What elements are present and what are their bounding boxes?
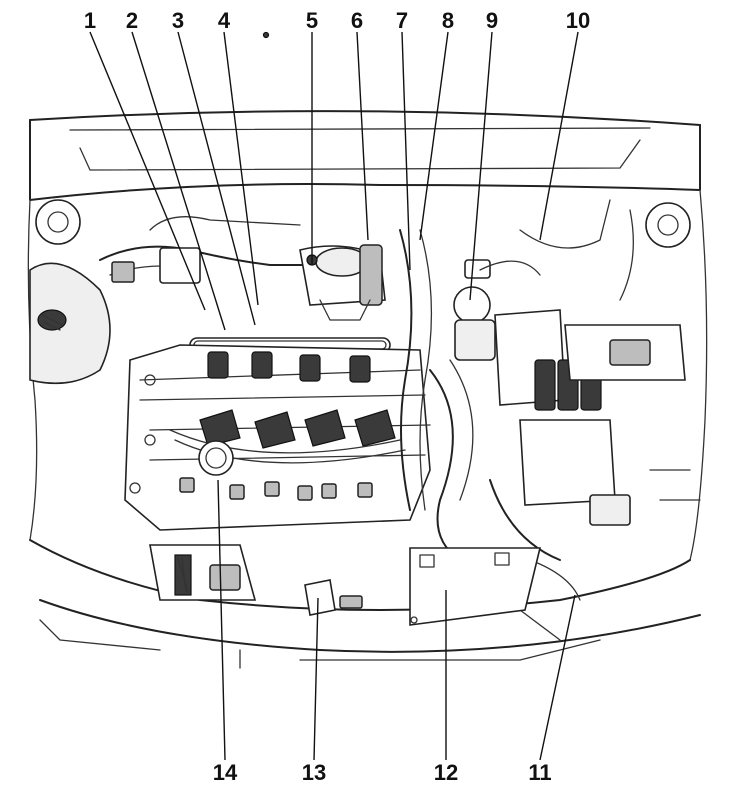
- brake-master-cylinder: [453, 259, 496, 361]
- stray-dot: [262, 31, 270, 39]
- callout-10: 10: [566, 8, 590, 33]
- strut-tower-right: [645, 202, 691, 248]
- sensor-connector: [304, 579, 363, 616]
- callout-8: 8: [442, 8, 454, 33]
- coolant-reservoir: [29, 262, 111, 385]
- callout-2: 2: [126, 8, 138, 33]
- callout-12: 12: [434, 760, 458, 785]
- body-outline: [27, 110, 708, 669]
- leader-lines: [89, 31, 579, 761]
- oil-filler-cap: [198, 440, 234, 476]
- callout-13: 13: [302, 760, 326, 785]
- ignition-coils-top: [207, 351, 371, 383]
- callout-4: 4: [218, 8, 231, 33]
- intake-hoses: [99, 216, 311, 284]
- callout-labels: 1 2 3 4 5 6 7 8 9 10 11 12 13 14: [84, 8, 590, 785]
- callout-9: 9: [486, 8, 498, 33]
- callout-1: 1: [84, 8, 96, 33]
- engine-shield-plate: [409, 547, 542, 626]
- callout-3: 3: [172, 8, 184, 33]
- callout-5: 5: [306, 8, 318, 33]
- throttle-body: [299, 244, 386, 321]
- strut-tower-left: [35, 199, 81, 245]
- callout-11: 11: [528, 760, 551, 785]
- callout-7: 7: [396, 8, 408, 33]
- spark-plug-connectors: [179, 477, 373, 501]
- battery-fuse-box: [494, 309, 686, 526]
- ignition-coils-lower: [169, 409, 406, 464]
- cables-right: [479, 199, 701, 601]
- callout-6: 6: [351, 8, 363, 33]
- hoses-center: [399, 229, 474, 561]
- callout-14: 14: [213, 760, 238, 785]
- alternator: [149, 544, 257, 601]
